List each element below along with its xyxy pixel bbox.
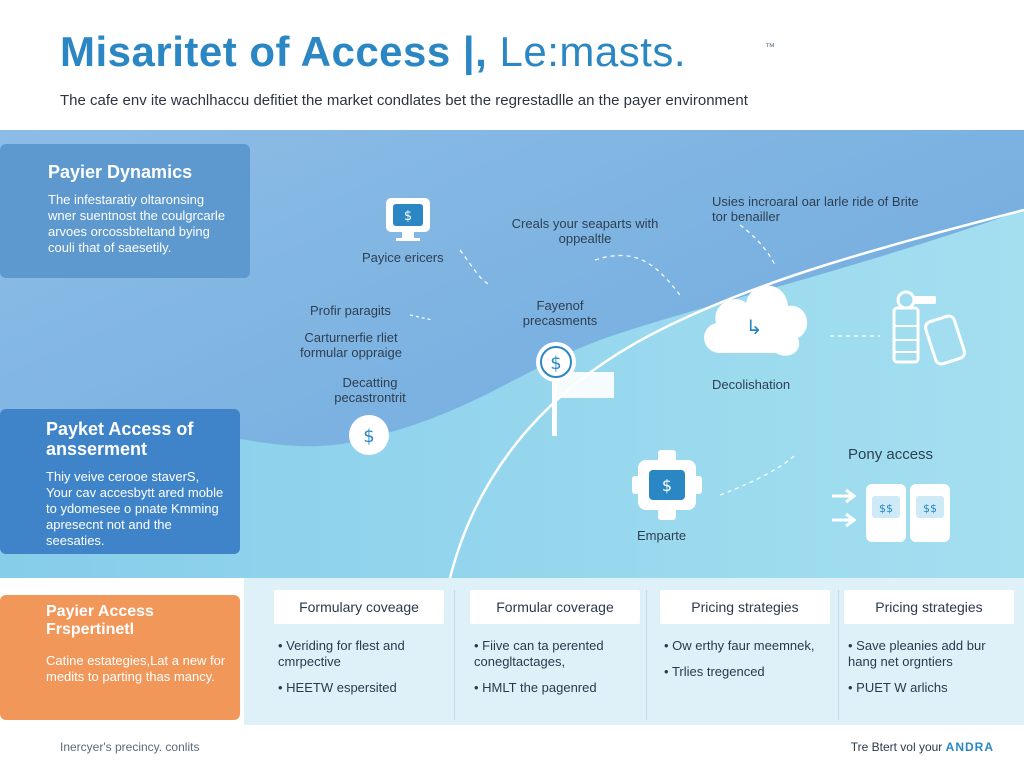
column-chip: Pricing strategies	[844, 590, 1014, 624]
list-item: Save pleanies add bur hang net orgntiers	[844, 638, 1014, 670]
card-title: Payier Access Frspertinetl	[46, 603, 154, 638]
svg-text:$: $	[363, 426, 374, 447]
dashed-arrow-5	[719, 454, 796, 496]
column-divider	[646, 590, 647, 720]
card-payket-access: Payket Access of ansserment Thiy veive c…	[0, 409, 240, 554]
label-carturnerfie: Carturnerfie rliet formular oppraige	[300, 330, 402, 360]
flow-curve	[448, 208, 1024, 578]
column-divider	[454, 590, 455, 720]
page-title: Misaritet of Access |, Le:masts.	[60, 28, 687, 75]
column-chip: Formular coverage	[470, 590, 640, 624]
column-chip: Formulary coveage	[274, 590, 444, 624]
dashed-arrow-3	[739, 224, 776, 266]
svg-text:↳: ↳	[746, 315, 763, 339]
card-payier-access: Payier Access Frspertinetl Catine estate…	[0, 595, 240, 720]
column-divider	[838, 590, 839, 720]
svg-text:$: $	[662, 476, 672, 495]
page-title-tail: Le:masts.	[487, 28, 687, 75]
label-emparte: Emparte	[637, 528, 687, 543]
gear-dollar-icon: $	[632, 448, 702, 529]
column-formulary-coverage: Formulary coveage Veriding for flest and…	[274, 590, 444, 706]
label-create-your: Creals your seaparts with oppealtle	[511, 216, 659, 246]
column-pricing-strategies-1: Pricing strategies Ow erthy faur meemnek…	[660, 590, 830, 690]
list-item: Fiive can ta perented conegltactages,	[470, 638, 640, 670]
label-pony-access: Pony access	[848, 446, 934, 463]
card-body: Catine estategies,Lat a new for medits t…	[46, 653, 226, 684]
payment-cards-icon: $$ $$	[828, 482, 958, 553]
list-item: Veriding for flest and cmrpective	[274, 638, 444, 670]
card-body: Thiy veive cerooe staverS, Your cav acce…	[46, 469, 224, 548]
dollar-coin-icon: $	[348, 414, 390, 461]
label-uses: Usies incroaral oar larle ride of Brite …	[712, 194, 919, 224]
svg-text:$$: $$	[923, 502, 937, 515]
list-item: Trlies tregenced	[660, 664, 830, 680]
label-decatting: Decatting pecastrontrit	[334, 375, 406, 405]
label-fayenof: Fayenof precasments	[522, 298, 598, 328]
svg-text:$$: $$	[879, 502, 893, 515]
footer-left-text: Inercyer's precincy. conlits	[60, 740, 200, 754]
trademark-mark: ™	[765, 42, 775, 53]
monitor-dollar-icon: $	[384, 196, 434, 249]
svg-text:$: $	[550, 353, 561, 374]
dashed-arrow-2	[594, 254, 681, 296]
svg-text:$: $	[404, 209, 412, 224]
label-payice-ericers: Payice ericers	[362, 250, 444, 265]
footer-right-text: Tre Btert vol your	[850, 740, 943, 754]
column-pricing-strategies-2: Pricing strategies Save pleanies add bur…	[844, 590, 1014, 706]
footer-brand: ANDRA	[945, 740, 994, 754]
list-item: PUET W arlichs	[844, 680, 1014, 696]
device-tool-icon	[888, 290, 968, 375]
list-item: Ow erthy faur meemnek,	[660, 638, 830, 654]
card-payier-dynamics: Payier Dynamics The infestaratiy oltaron…	[0, 144, 250, 278]
list-item: HEETW espersited	[274, 680, 444, 696]
label-profir: Profir paragits	[310, 303, 391, 318]
cloud-icon: ↳	[696, 268, 816, 373]
card-title: Payket Access of ansserment	[46, 419, 194, 459]
card-title: Payier Dynamics	[48, 162, 193, 182]
bottom-columns-panel: Formulary coveage Veriding for flest and…	[244, 578, 1024, 725]
label-decolishation: Decolishation	[712, 377, 791, 392]
dashed-arrow-1	[459, 249, 491, 286]
list-item: HMLT the pagenred	[470, 680, 640, 696]
card-body: The infestaratiy oltaronsing wner suentn…	[48, 192, 226, 255]
column-formular-coverage: Formular coverage Fiive can ta perented …	[470, 590, 640, 706]
column-chip: Pricing strategies	[660, 590, 830, 624]
page-subtitle: The cafe env ite wachlhaccu defitiet the…	[60, 92, 748, 109]
dollar-flag-icon: $	[534, 340, 624, 445]
footer-right: Tre Btert vol your ANDRA	[851, 740, 994, 754]
dashed-arrow-6	[409, 314, 433, 321]
